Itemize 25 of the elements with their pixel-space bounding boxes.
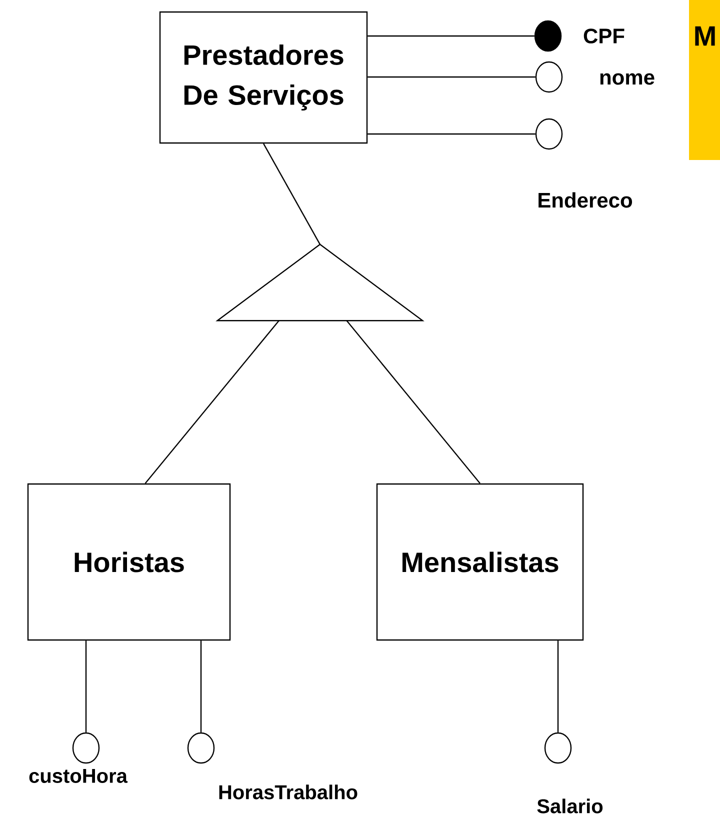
connector-line	[557, 640, 559, 732]
attribute-label: Endereco	[538, 192, 632, 208]
attribute-circle	[534, 20, 562, 52]
connector-line	[368, 76, 536, 78]
attribute-label: CPF	[584, 28, 624, 44]
attribute-label: HorasTrabalho	[219, 784, 358, 800]
attribute-circle	[535, 61, 563, 93]
connector-line	[85, 640, 87, 732]
entity-box: Horistas	[27, 483, 231, 641]
attribute-circle	[535, 118, 563, 150]
entity-box: Prestadores De Serviços	[159, 11, 368, 144]
connector-line	[346, 320, 480, 484]
attribute-label: custoHora	[29, 769, 128, 783]
attribute-circle	[544, 732, 572, 764]
attribute-circle	[72, 732, 100, 764]
attribute-label: Salario	[537, 798, 603, 814]
connector-line	[200, 640, 202, 732]
attribute-label: nome	[600, 73, 654, 85]
attribute-circle	[187, 732, 215, 764]
connector-line	[368, 133, 536, 135]
connector-line	[144, 320, 280, 484]
connector-line	[368, 35, 534, 37]
side-box: M	[689, 0, 720, 160]
entity-box: Mensalistas	[376, 483, 584, 641]
connector-line	[262, 143, 321, 245]
